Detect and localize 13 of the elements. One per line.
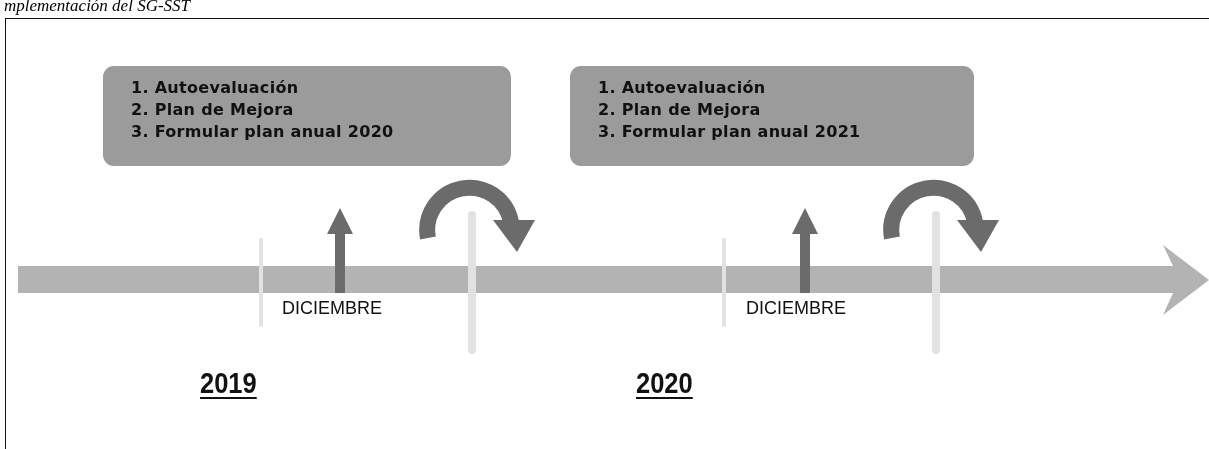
task-text: 1. Autoevaluación [598,78,767,97]
task-text: 1. Autoevaluación [131,78,300,97]
task-text: 3. Formular plan anual 2020 [131,122,395,141]
task-text: 2. Plan de Mejora [131,100,295,119]
year-label: 2019 [200,366,257,400]
month-label: DICIEMBRE [746,298,846,319]
task-box [570,66,974,166]
task-box [103,66,511,166]
month-label: DICIEMBRE [282,298,382,319]
year-label: 2020 [636,366,693,400]
task-text: 3. Formular plan anual 2021 [598,122,862,141]
caption-title: mplementación del SG-SST [4,0,191,16]
task-text: 2. Plan de Mejora [598,100,762,119]
